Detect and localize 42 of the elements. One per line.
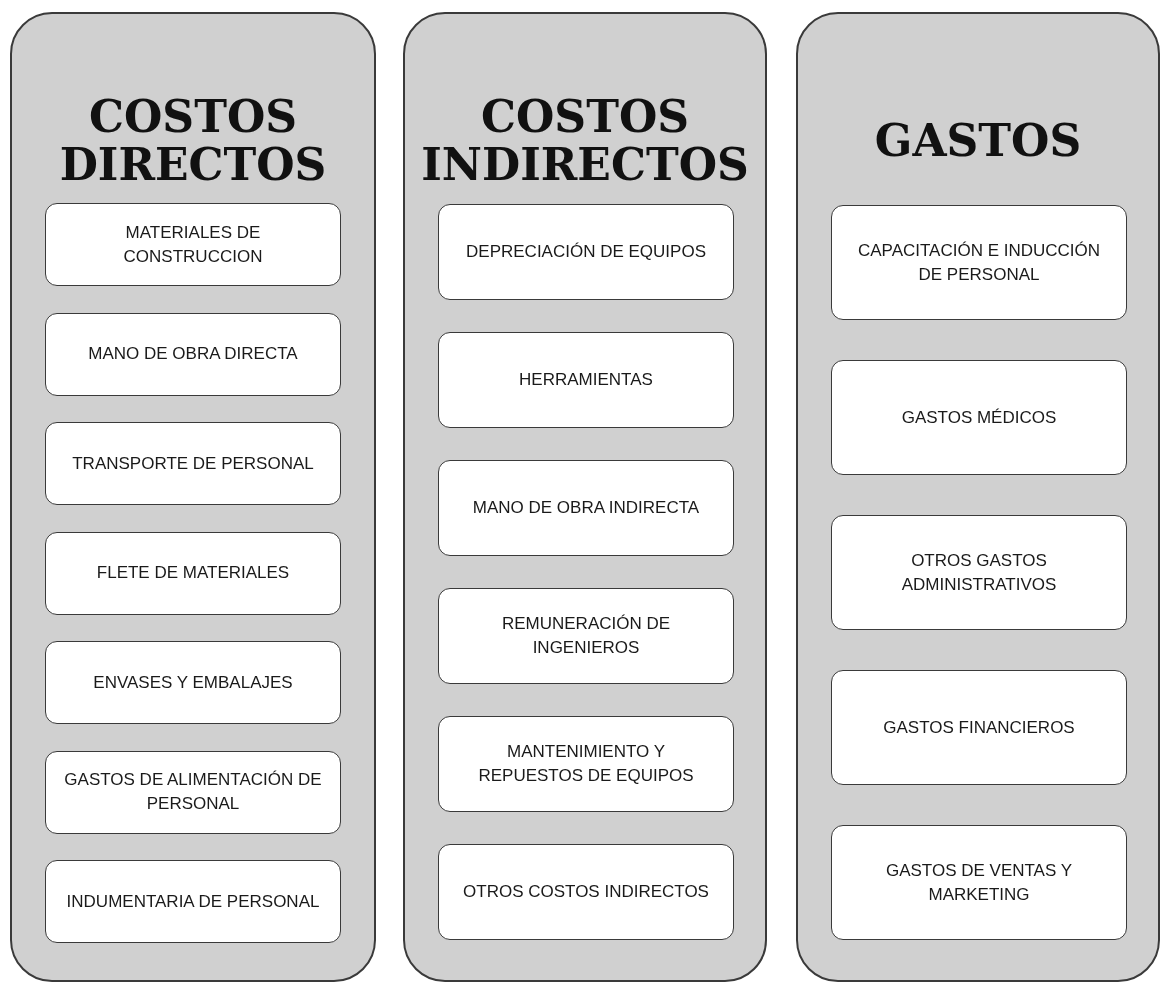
cost-item-box bbox=[45, 531, 341, 615]
cost-item-label: GASTOS MÉDICOS bbox=[901, 406, 1057, 429]
cost-item-box bbox=[438, 332, 734, 428]
cost-item-label: GASTOS DE ALIMENTACIÓN DE PERSONAL bbox=[63, 769, 323, 815]
cost-item-label: OTROS GASTOS ADMINISTRATIVOS bbox=[900, 549, 1058, 596]
cost-item-box bbox=[438, 588, 734, 684]
category-heading: GASTOS bbox=[874, 116, 1082, 166]
cost-item-box bbox=[45, 312, 341, 396]
category-heading: COSTOS INDIRECTOS bbox=[420, 92, 750, 190]
cost-item-label: INDUMENTARIA DE PERSONAL bbox=[66, 890, 320, 913]
category-panel bbox=[10, 12, 376, 982]
cost-item-label: MANTENIMIENTO Y REPUESTOS DE EQUIPOS bbox=[477, 741, 695, 787]
cost-item-box bbox=[45, 860, 341, 943]
cost-item-label: MANO DE OBRA INDIRECTA bbox=[472, 497, 700, 520]
cost-item-label: OTROS COSTOS INDIRECTOS bbox=[463, 881, 709, 904]
cost-item-label: MANO DE OBRA DIRECTA bbox=[88, 343, 298, 366]
cost-item-box bbox=[831, 205, 1127, 320]
cost-item-label: DEPRECIACIÓN DE EQUIPOS bbox=[466, 241, 706, 264]
cost-item-box bbox=[438, 460, 734, 556]
cost-item-label: ENVASES Y EMBALAJES bbox=[93, 671, 293, 694]
cost-item-box bbox=[438, 844, 734, 940]
cost-item-label: CAPACITACIÓN E INDUCCIÓN DE PERSONAL bbox=[856, 239, 1102, 286]
cost-item-box bbox=[438, 716, 734, 812]
cost-item-box bbox=[831, 360, 1127, 475]
cost-item-box bbox=[45, 203, 341, 286]
cost-item-box bbox=[831, 825, 1127, 940]
cost-item-box bbox=[45, 422, 341, 505]
cost-item-label: TRANSPORTE DE PERSONAL bbox=[72, 452, 314, 475]
cost-item-box bbox=[45, 750, 341, 834]
cost-item-label: GASTOS FINANCIEROS bbox=[883, 716, 1075, 739]
cost-item-box bbox=[831, 515, 1127, 630]
cost-item-box bbox=[831, 670, 1127, 785]
cost-item-label: HERRAMIENTAS bbox=[519, 369, 653, 392]
cost-item-label: FLETE DE MATERIALES bbox=[96, 562, 290, 585]
category-heading: COSTOS DIRECTOS bbox=[58, 92, 328, 190]
cost-item-label: GASTOS DE VENTAS Y MARKETING bbox=[884, 859, 1074, 906]
category-panel bbox=[403, 12, 767, 982]
cost-item-box bbox=[45, 641, 341, 724]
category-panel bbox=[796, 12, 1160, 982]
cost-item-label: REMUNERACIÓN DE INGENIEROS bbox=[500, 613, 672, 659]
cost-item-box bbox=[438, 204, 734, 300]
cost-item-label: MATERIALES DE CONSTRUCCION bbox=[122, 221, 264, 268]
